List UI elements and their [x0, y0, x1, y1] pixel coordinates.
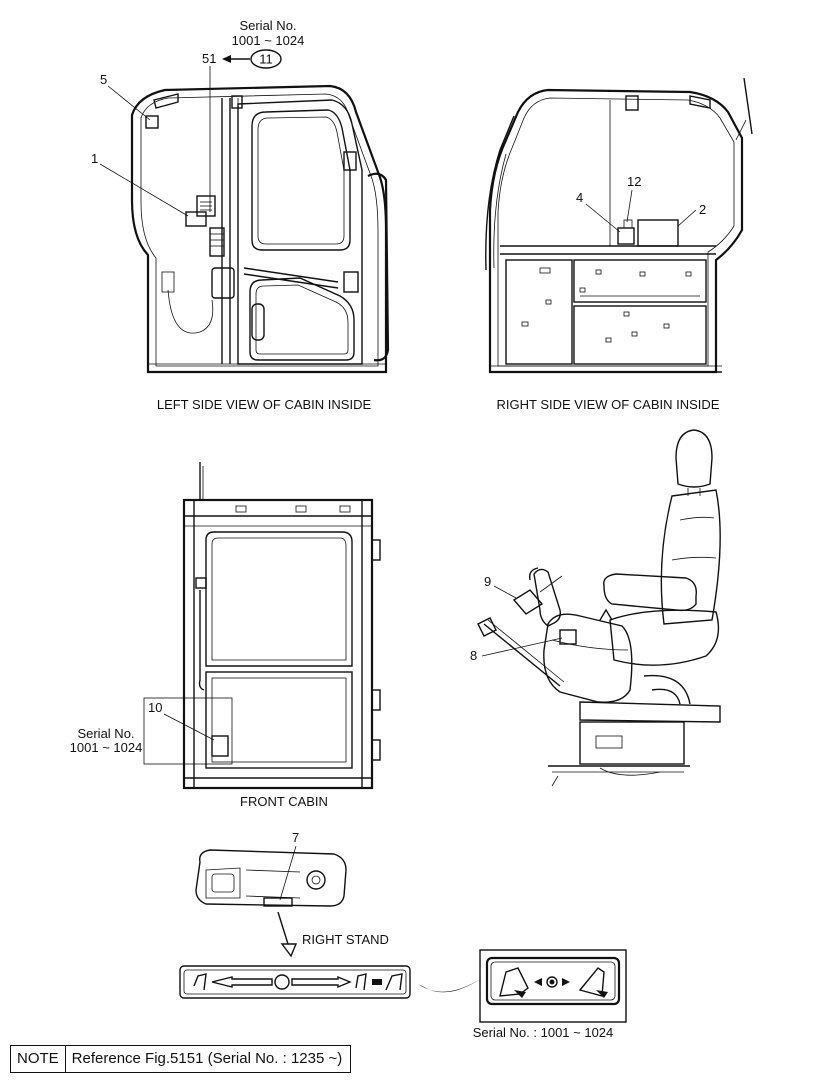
- front-cabin-outline: [182, 498, 374, 790]
- left-side-view: [130, 84, 390, 374]
- serial-range-front: 1001 ~ 1024: [70, 740, 143, 755]
- callout-4: 4: [576, 190, 583, 205]
- headrest: [675, 429, 713, 488]
- left-cabin-inner: [140, 93, 379, 367]
- backrest: [660, 489, 721, 625]
- decal-9: [512, 589, 544, 615]
- armrest: [603, 573, 697, 612]
- right-stand-view: [195, 849, 347, 907]
- front-window-lower: [205, 671, 353, 769]
- serial-label-front: Serial No.: [77, 726, 134, 741]
- decal-5: [145, 115, 159, 129]
- callout-10: 10: [148, 700, 162, 715]
- decal-8: [559, 629, 577, 645]
- left-door-frame: [237, 99, 363, 365]
- right-panel-b: [573, 259, 707, 303]
- note-box: NOTE Reference Fig.5151 (Serial No. : 12…: [10, 1045, 352, 1073]
- decal-lever-left-icon: [499, 967, 529, 997]
- right-stand-body: [195, 849, 347, 907]
- callout-51: 51: [202, 51, 216, 66]
- callout-12: 12: [627, 174, 641, 189]
- caption-right-stand: RIGHT STAND: [302, 932, 389, 947]
- antenna: [743, 77, 753, 135]
- control-console: [543, 613, 633, 703]
- right-panel-c: [573, 305, 707, 365]
- note-text: Reference Fig.5151 (Serial No. : 1235 ~): [71, 1050, 343, 1067]
- right-panel-a: [505, 259, 573, 365]
- right-cabin-outline: [488, 88, 744, 374]
- front-window-upper: [205, 531, 353, 667]
- note-label: NOTE: [11, 1046, 66, 1072]
- left-cabin-outline: [130, 84, 388, 374]
- decal-enlarged: [479, 949, 627, 1023]
- caption-left-side: LEFT SIDE VIEW OF CABIN INSIDE: [157, 397, 372, 412]
- right-side-view: [485, 77, 753, 374]
- strip-arrow-right: [291, 975, 352, 989]
- safety-lever: [483, 623, 561, 687]
- caption-front: FRONT CABIN: [240, 794, 328, 809]
- front-detail-box: [143, 697, 233, 765]
- serial-range-top: 1001 ~ 1024: [232, 33, 305, 48]
- callout-circle-11: [250, 49, 282, 69]
- decal-1: [185, 211, 207, 227]
- callout-5: 5: [100, 72, 107, 87]
- joystick: [533, 568, 562, 627]
- stand-knob: [306, 870, 326, 890]
- serial-note-decal: Serial No. : 1001 ~ 1024: [473, 1025, 614, 1040]
- callout-1: 1: [91, 151, 98, 166]
- decal-2: [637, 219, 679, 247]
- callout-8: 8: [470, 648, 477, 663]
- seat-cushion: [609, 609, 720, 666]
- callout-9: 9: [484, 574, 491, 589]
- arrow-head: [222, 55, 231, 63]
- decal-10: [211, 735, 229, 757]
- serial-label-top: Serial No.: [239, 18, 296, 33]
- caption-right-side: RIGHT SIDE VIEW OF CABIN INSIDE: [497, 397, 720, 412]
- decal-7: [263, 897, 293, 907]
- decal-12: [623, 219, 633, 229]
- stand-decal-strip: [179, 965, 411, 999]
- zoom-pointer: [418, 978, 482, 993]
- serial-note-top: Serial No. 1001 ~ 1024: [232, 18, 305, 48]
- front-cabin-view: [182, 462, 381, 790]
- callout-7: 7: [292, 830, 299, 845]
- stand-to-decal-arrow: [277, 911, 298, 958]
- decal-51: [196, 195, 216, 217]
- strip-arrow-left: [211, 976, 273, 988]
- left-door-window-upper: [251, 109, 351, 251]
- callout-11: 11: [259, 52, 273, 67]
- right-cabin-inner: [497, 97, 735, 367]
- decal-4: [617, 227, 635, 245]
- decal-lever-right-icon: [578, 967, 605, 997]
- left-hand-grip: [367, 172, 390, 362]
- callout-51-group: 51 11: [202, 49, 282, 212]
- left-door-window-lower: [249, 277, 355, 361]
- seat-base: [579, 721, 685, 765]
- operator-seat-view: [477, 429, 721, 787]
- callout-2: 2: [699, 202, 706, 217]
